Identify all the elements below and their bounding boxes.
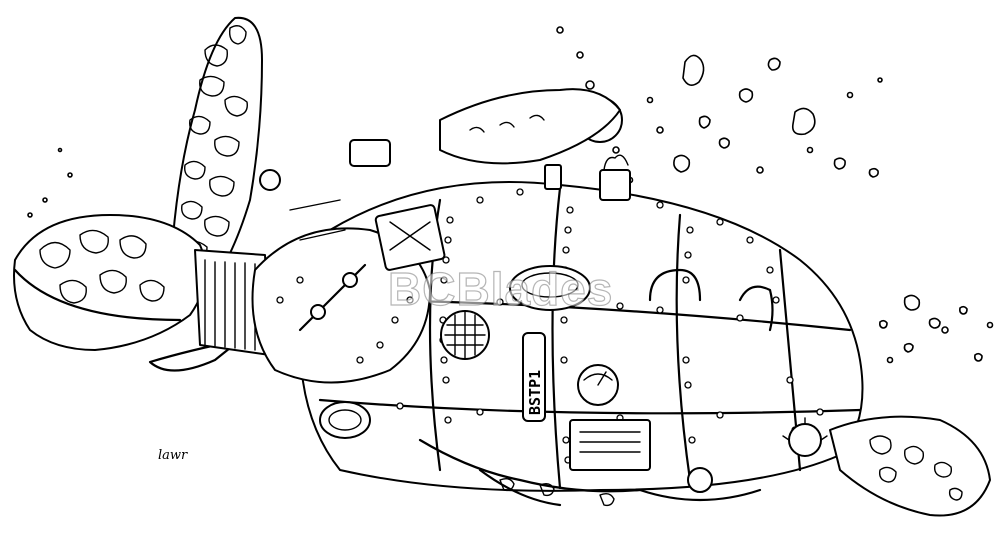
head — [13, 214, 271, 356]
front-flipper — [169, 16, 263, 281]
svg-text:BSTP1: BSTP1 — [526, 370, 544, 415]
hull-plate: BSTP1 — [522, 332, 546, 422]
tail — [782, 415, 991, 517]
artist-signature: lawr — [158, 448, 188, 463]
cables — [418, 438, 762, 507]
cockpit — [251, 88, 623, 439]
bubbles — [27, 26, 994, 364]
